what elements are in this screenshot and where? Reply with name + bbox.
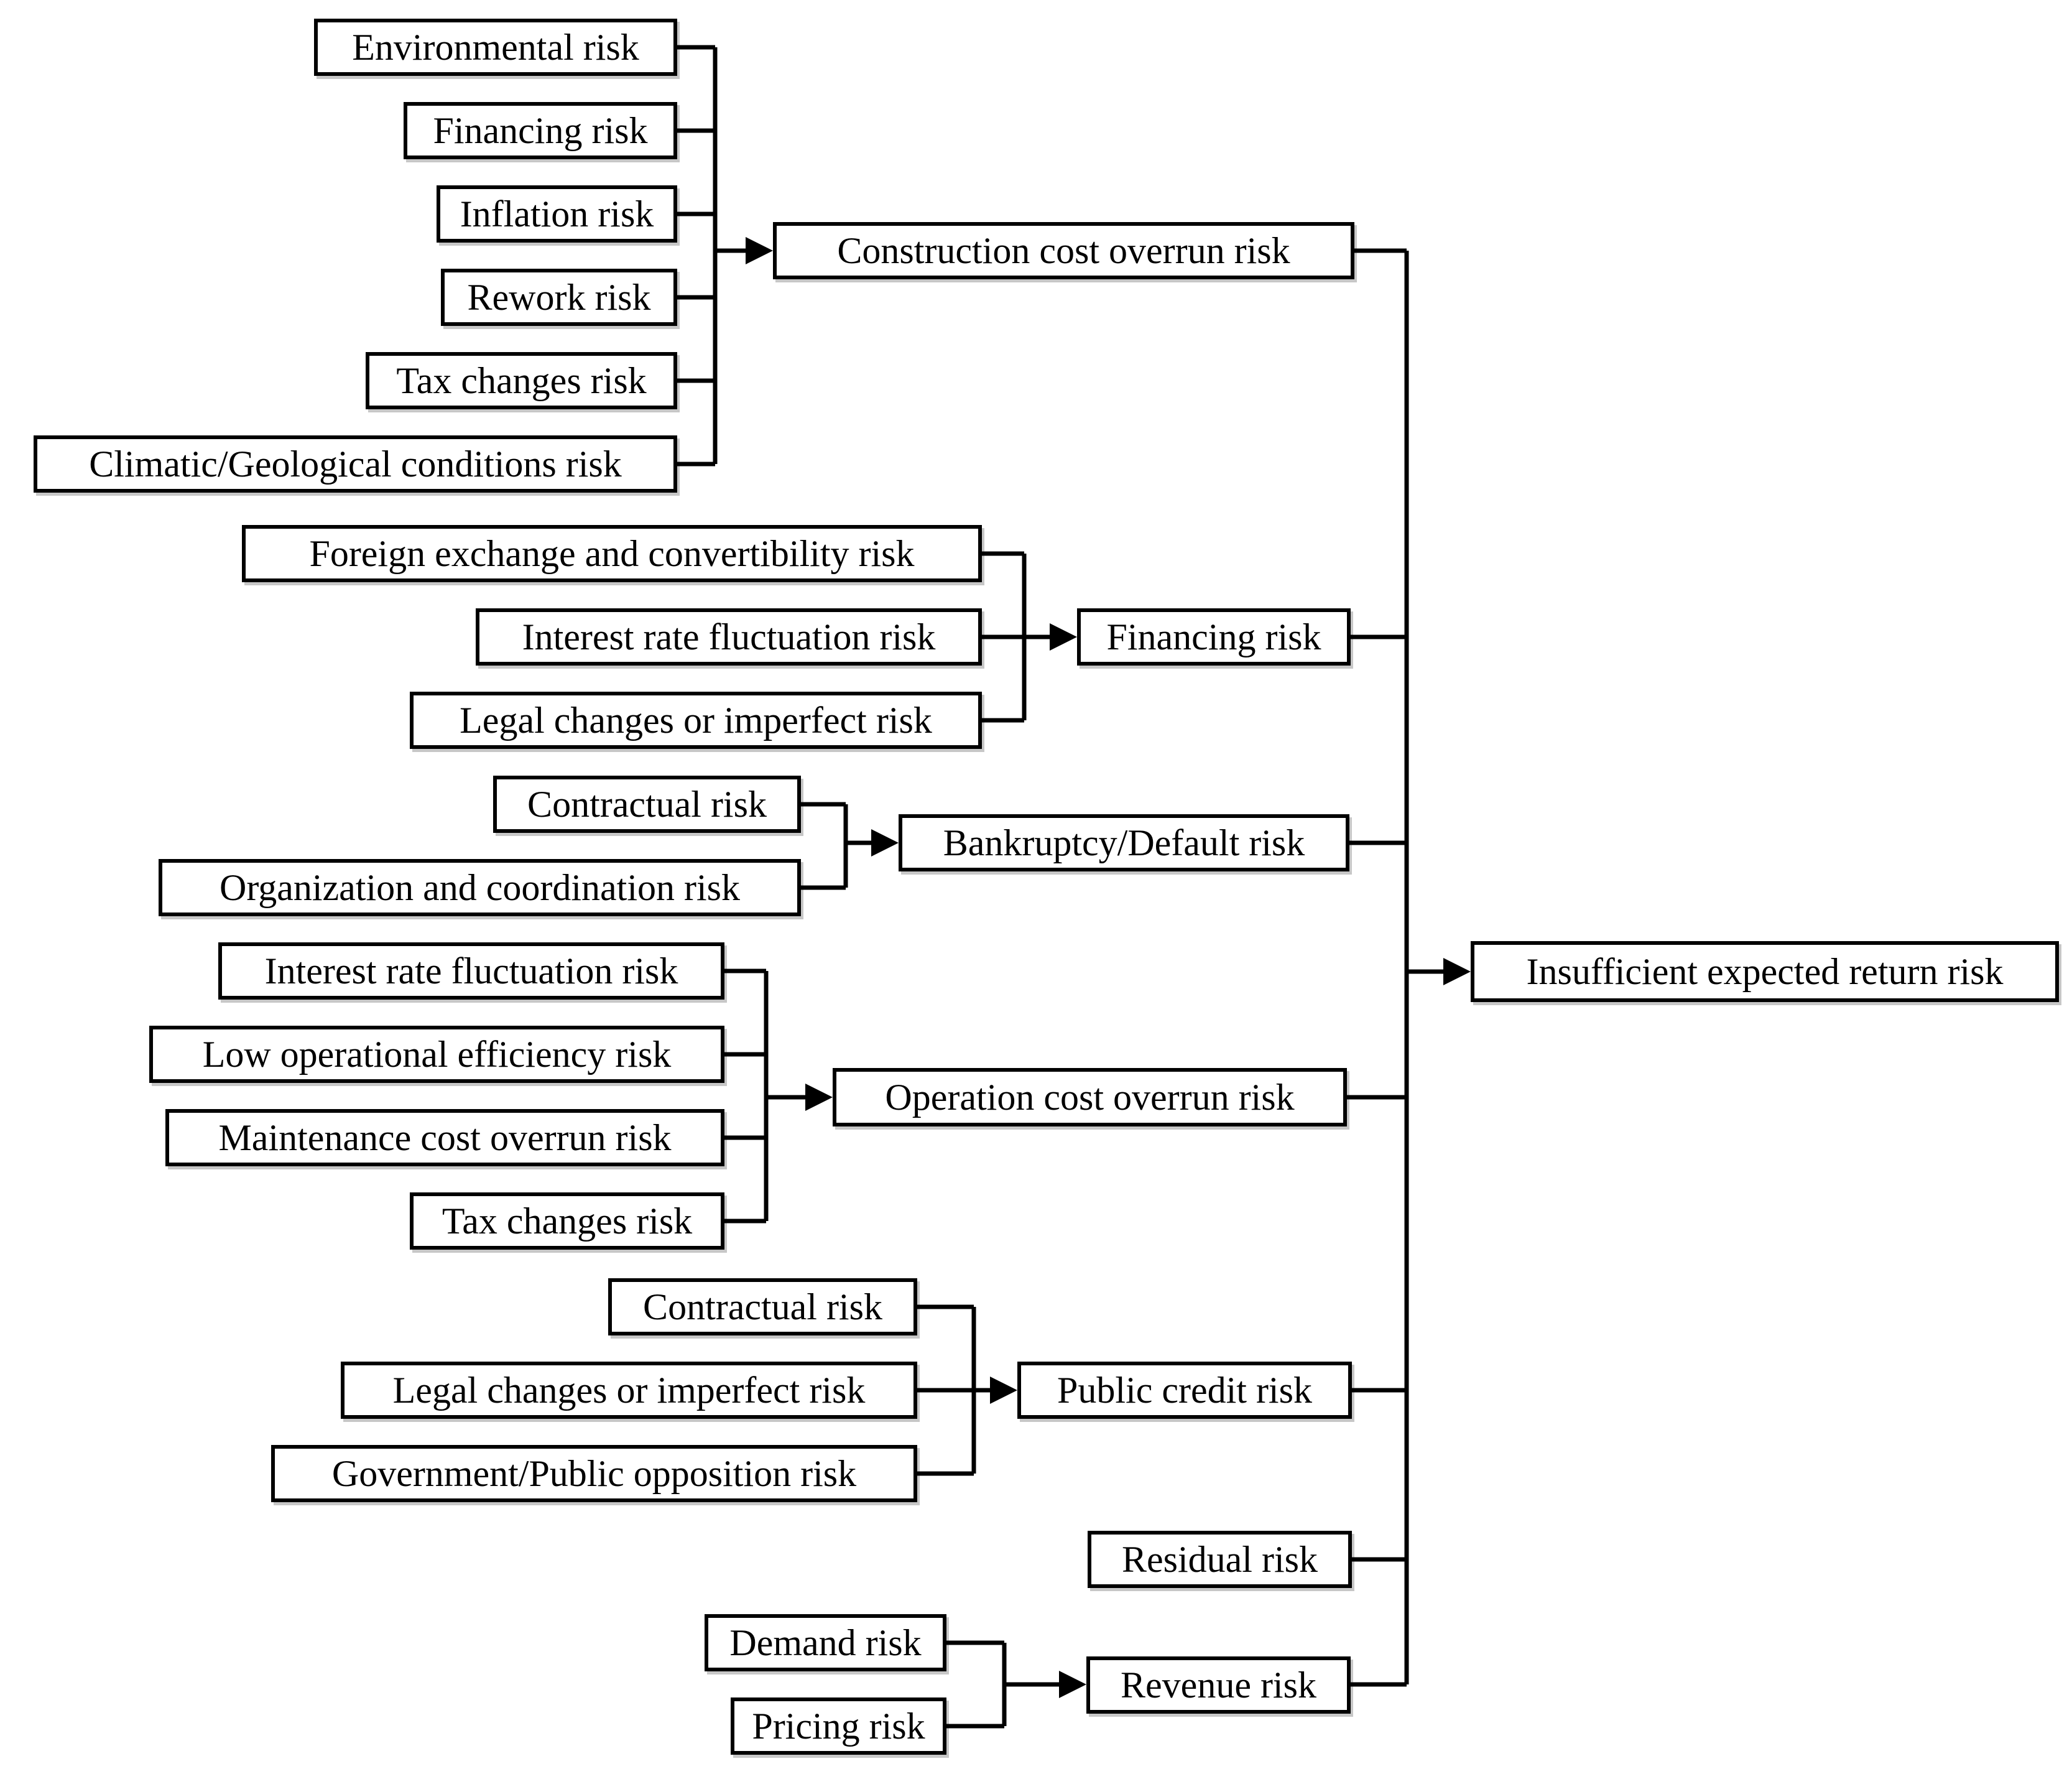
- arrowhead-financing: [1050, 623, 1077, 651]
- node-residual-risk: Residual risk: [1088, 1531, 1352, 1588]
- node-legal-changes-imperfect-risk-2: Legal changes or imperfect risk: [341, 1362, 917, 1419]
- node-foreign-exchange-convertibility-risk: Foreign exchange and convertibility risk: [242, 525, 982, 582]
- node-revenue-risk: Revenue risk: [1086, 1656, 1351, 1714]
- node-inflation-risk: Inflation risk: [437, 185, 677, 243]
- node-government-public-opposition-risk: Government/Public opposition risk: [271, 1445, 917, 1502]
- node-demand-risk: Demand risk: [705, 1614, 946, 1671]
- node-public-credit-risk: Public credit risk: [1017, 1362, 1352, 1419]
- node-contractual-risk-1: Contractual risk: [493, 776, 801, 833]
- node-rework-risk: Rework risk: [441, 269, 677, 326]
- node-pricing-risk: Pricing risk: [731, 1697, 946, 1755]
- arrowhead-construction: [746, 237, 773, 264]
- node-organization-coordination-risk: Organization and coordination risk: [159, 859, 801, 916]
- node-low-operational-efficiency-risk: Low operational efficiency risk: [149, 1026, 724, 1083]
- node-financing-risk-child: Financing risk: [404, 102, 677, 159]
- node-contractual-risk-2: Contractual risk: [608, 1278, 917, 1335]
- arrowheads: [746, 237, 1471, 1698]
- node-interest-rate-fluctuation-risk-1: Interest rate fluctuation risk: [476, 608, 982, 666]
- node-operation-cost-overrun-risk: Operation cost overrun risk: [833, 1068, 1347, 1126]
- arrowhead-revenue: [1059, 1671, 1086, 1698]
- node-construction-cost-overrun-risk: Construction cost overrun risk: [773, 222, 1354, 279]
- node-legal-changes-imperfect-risk-1: Legal changes or imperfect risk: [410, 692, 982, 749]
- arrowhead-bankruptcy: [871, 829, 899, 857]
- arrowhead-root: [1443, 958, 1471, 985]
- edge-group: [677, 45, 1445, 1729]
- node-insufficient-expected-return-risk: Insufficient expected return risk: [1471, 941, 2059, 1002]
- node-interest-rate-fluctuation-risk-2: Interest rate fluctuation risk: [218, 942, 724, 1000]
- arrowhead-operation: [805, 1084, 833, 1111]
- node-tax-changes-risk-1: Tax changes risk: [366, 352, 677, 409]
- node-environmental-risk: Environmental risk: [314, 19, 677, 76]
- node-tax-changes-risk-2: Tax changes risk: [410, 1192, 724, 1250]
- node-financing-risk-parent: Financing risk: [1077, 608, 1351, 666]
- node-bankruptcy-default-risk: Bankruptcy/Default risk: [899, 814, 1349, 871]
- node-climatic-geological-conditions-risk: Climatic/Geological conditions risk: [34, 435, 677, 493]
- arrowhead-publiccredit: [990, 1377, 1017, 1404]
- node-maintenance-cost-overrun-risk: Maintenance cost overrun risk: [165, 1109, 724, 1166]
